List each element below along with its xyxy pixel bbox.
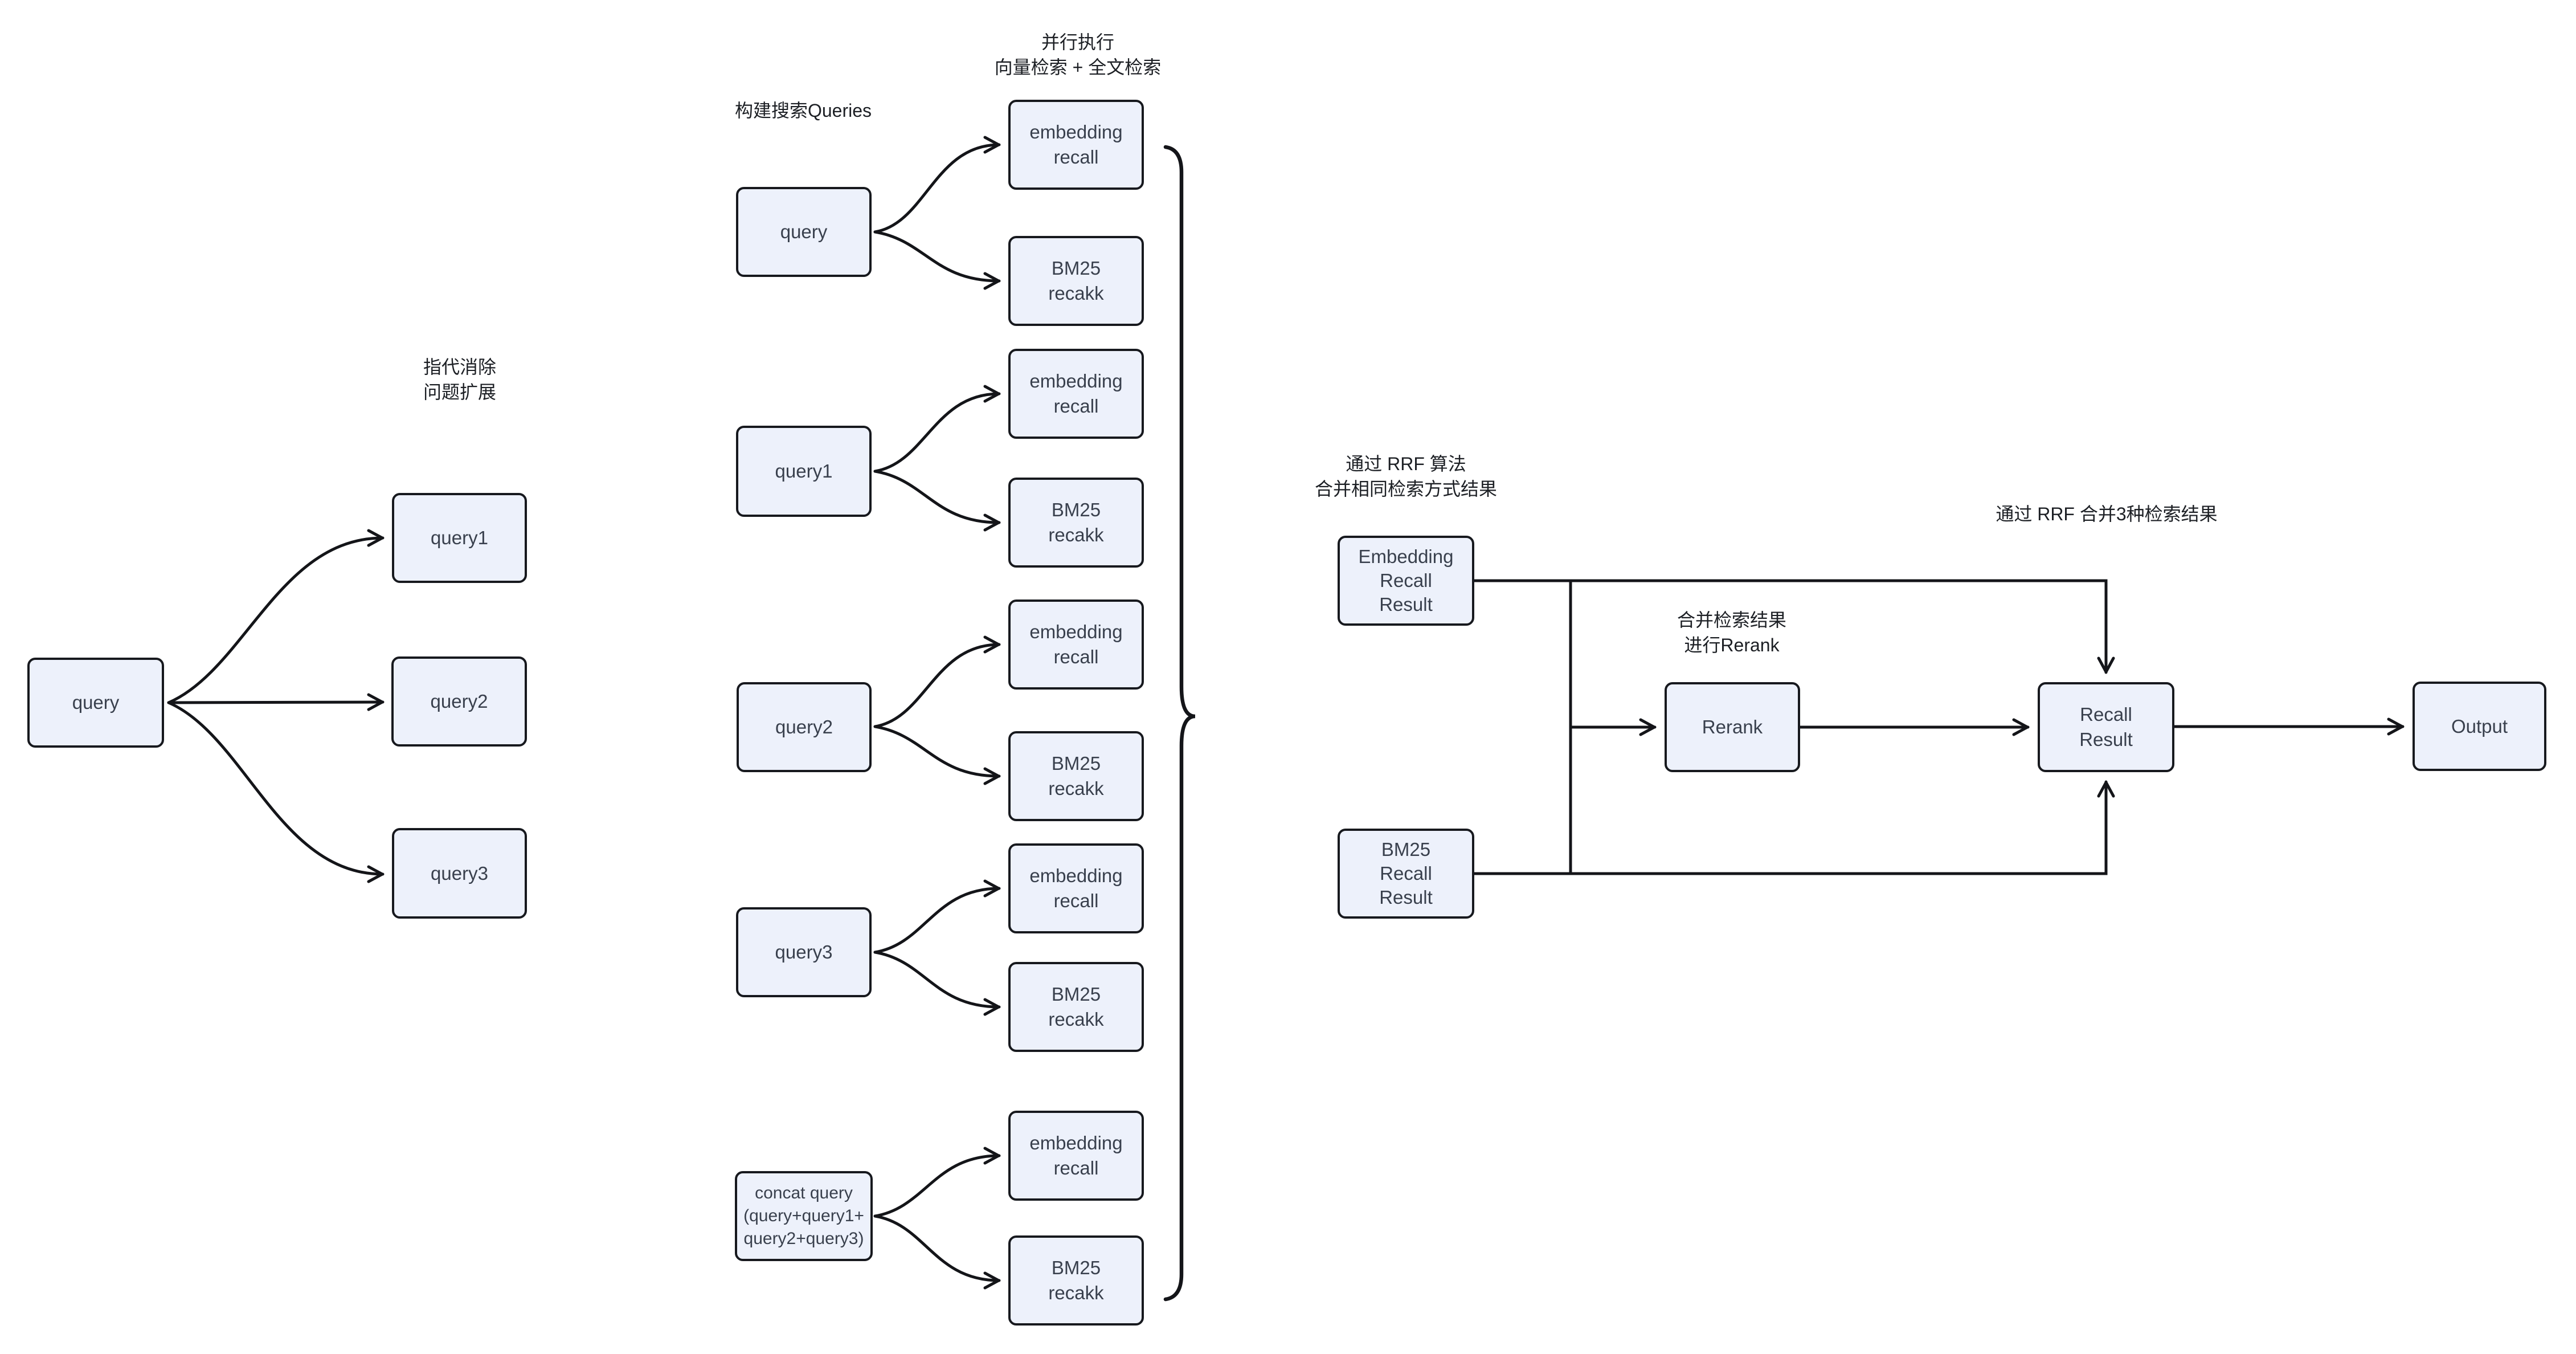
node-embedding-recall-1: embedding recall (1008, 100, 1144, 190)
edge-bm25result-to-recallresult-bottom (1473, 780, 2115, 875)
edge-midquery3-to-er4 (873, 879, 1001, 954)
node-recall-result: Recall Result (2038, 682, 2174, 772)
node-mid-query: query (736, 187, 872, 277)
merge-brace (1163, 145, 1196, 1302)
node-mid-query3: query3 (736, 907, 872, 997)
label-build-search-queries: 构建搜索Queries (734, 100, 872, 121)
edge-midquery1-to-er2 (873, 385, 1001, 473)
node-bm25-recall-1: BM25 recakk (1008, 236, 1144, 326)
edge-query-to-query1 (167, 529, 385, 704)
node-left-query2: query2 (391, 656, 527, 747)
label-rrf-merge-three-results: 通过 RRF 合并3种检索结果 (1996, 504, 2218, 524)
label-rrf-merge-same-method: 通过 RRF 算法 合并相同检索方式结果 (1314, 454, 1498, 499)
edge-midquery2-to-bm3 (873, 725, 1001, 785)
node-bm25-recall-2: BM25 recakk (1008, 478, 1144, 568)
node-left-query: query (27, 658, 164, 748)
label-merge-and-rerank: 合并检索结果 进行Rerank (1677, 610, 1787, 655)
edge-midquery2-to-er3 (873, 635, 1001, 728)
edge-midquery-to-er1 (873, 136, 1001, 234)
edge-midquery3-to-bm4 (873, 951, 1001, 1016)
node-bm25-recall-5: BM25 recakk (1008, 1235, 1144, 1326)
node-embedding-recall-3: embedding recall (1008, 599, 1144, 690)
node-left-query3: query3 (392, 828, 527, 919)
edge-query-to-query3 (167, 701, 385, 883)
node-concat-query: concat query (query+query1+ query2+query… (735, 1171, 873, 1261)
node-bm25-recall-4: BM25 recakk (1008, 962, 1144, 1052)
edge-query-to-query2 (167, 693, 385, 711)
node-mid-query1: query1 (736, 426, 872, 517)
edge-midquery1-to-bm2 (873, 470, 1001, 532)
node-left-query1: query1 (392, 493, 527, 583)
edge-embresult-to-recallresult-top (1473, 579, 2115, 674)
label-coreference-expansion: 指代消除 问题扩展 (423, 357, 497, 402)
edge-midquery-to-bm1 (873, 230, 1001, 290)
label-parallel-execution: 并行执行 向量检索 + 全文检索 (994, 32, 1162, 78)
node-embedding-recall-5: embedding recall (1008, 1111, 1144, 1201)
edge-concat-to-er5 (873, 1147, 1001, 1218)
node-bm25-recall-result: BM25 Recall Result (1338, 829, 1474, 919)
node-embedding-recall-2: embedding recall (1008, 349, 1144, 439)
node-rerank: Rerank (1665, 682, 1800, 772)
node-output: Output (2413, 682, 2546, 771)
node-mid-query2: query2 (737, 682, 872, 772)
edge-concat-to-bm5 (873, 1214, 1001, 1290)
node-embedding-recall-4: embedding recall (1008, 843, 1144, 933)
node-bm25-recall-3: BM25 recakk (1008, 731, 1144, 821)
node-embedding-recall-result: Embedding Recall Result (1338, 536, 1474, 626)
